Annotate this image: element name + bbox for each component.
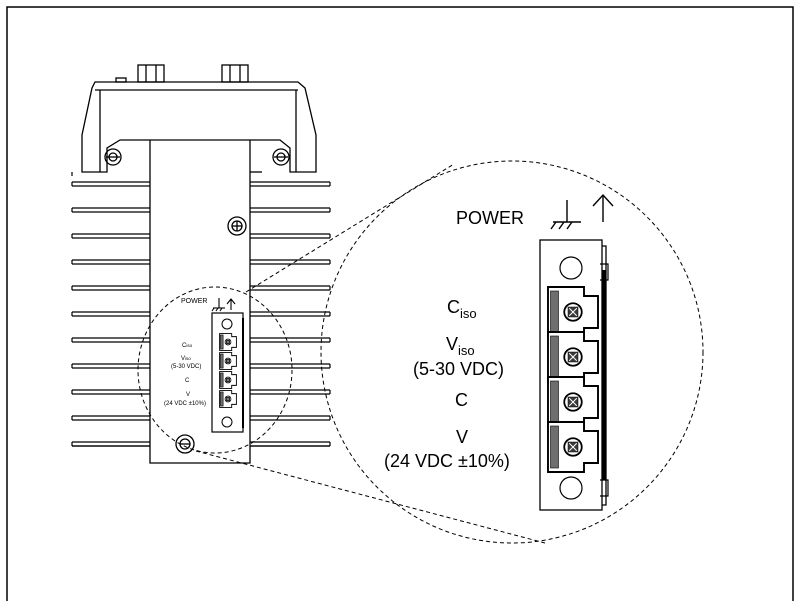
large-magnifier-outline bbox=[320, 160, 704, 544]
up-arrow-icon bbox=[592, 193, 614, 222]
figure-frame bbox=[6, 6, 794, 601]
small-power-symbols bbox=[211, 298, 236, 312]
fin-right bbox=[250, 285, 331, 291]
top-connector-right bbox=[221, 64, 249, 83]
heat-sink-fins-right bbox=[250, 181, 331, 447]
heat-sink-fins-left bbox=[71, 172, 150, 447]
small-power-label: POWER bbox=[181, 298, 207, 305]
large-mount-hole-bottom bbox=[559, 476, 583, 500]
terminal-screw bbox=[547, 421, 599, 473]
fin-left bbox=[71, 389, 150, 395]
fin-left bbox=[71, 233, 150, 239]
fin-right bbox=[250, 363, 331, 369]
fin-right bbox=[250, 415, 331, 421]
large-power-symbols bbox=[550, 193, 614, 230]
large-connector bbox=[539, 239, 609, 511]
screw-bottom bbox=[175, 434, 195, 454]
v-range: (24 VDC ±10%) bbox=[384, 451, 510, 471]
fin-left bbox=[71, 337, 150, 343]
v-iso-label: Viso bbox=[446, 334, 475, 358]
fin-right bbox=[250, 181, 331, 187]
top-connector-left bbox=[137, 64, 165, 83]
screw-top-right bbox=[272, 148, 290, 166]
fin-right bbox=[250, 311, 331, 317]
fin-left bbox=[71, 311, 150, 317]
terminal-screw bbox=[547, 376, 599, 428]
svg-text:C: C bbox=[185, 378, 190, 384]
v-label: V bbox=[456, 427, 468, 447]
fin-left bbox=[71, 259, 150, 265]
ground-icon bbox=[550, 200, 581, 230]
small-magnifier-outline bbox=[137, 286, 293, 454]
fin-right bbox=[250, 233, 331, 239]
terminal-screw bbox=[219, 371, 237, 389]
screw-top-left bbox=[104, 148, 122, 166]
terminal-screw bbox=[219, 390, 237, 408]
terminal-screw bbox=[547, 286, 599, 338]
fin-left bbox=[71, 181, 150, 187]
small-labels: POWER Ciso Viso (5-30 VDC) C V (24 VDC ±… bbox=[164, 298, 207, 407]
fin-right bbox=[250, 207, 331, 213]
v-iso-range: (5-30 VDC) bbox=[413, 359, 504, 379]
large-power-label: POWER bbox=[456, 208, 524, 228]
terminal-screw bbox=[219, 333, 237, 351]
ground-screw-icon bbox=[227, 216, 247, 236]
central-spine bbox=[149, 140, 251, 464]
c-iso-label: Ciso bbox=[447, 297, 477, 321]
device-body bbox=[81, 64, 317, 464]
fin-right bbox=[250, 337, 331, 343]
large-mount-hole-top bbox=[559, 256, 583, 280]
fin-right bbox=[250, 259, 331, 265]
fin-right bbox=[250, 389, 331, 395]
large-labels: POWER Ciso Viso (5-30 VDC) C V (24 VDC ±… bbox=[384, 208, 524, 471]
svg-text:Ciso: Ciso bbox=[182, 343, 193, 349]
fin-left bbox=[71, 207, 150, 213]
svg-text:Viso: Viso bbox=[181, 356, 191, 362]
svg-text:(24 VDC ±10%): (24 VDC ±10%) bbox=[164, 401, 206, 407]
terminal-screw bbox=[219, 352, 237, 370]
svg-text:V: V bbox=[186, 392, 190, 398]
fin-left bbox=[71, 363, 150, 369]
small-connector bbox=[211, 312, 244, 433]
fin-left bbox=[71, 415, 150, 421]
terminal-screw bbox=[547, 331, 599, 383]
svg-text:(5-30 VDC): (5-30 VDC) bbox=[171, 364, 201, 370]
c-label: C bbox=[455, 390, 468, 410]
magnifier-leader-top bbox=[245, 163, 455, 293]
top-housing bbox=[81, 81, 317, 173]
fin-left bbox=[71, 285, 150, 291]
